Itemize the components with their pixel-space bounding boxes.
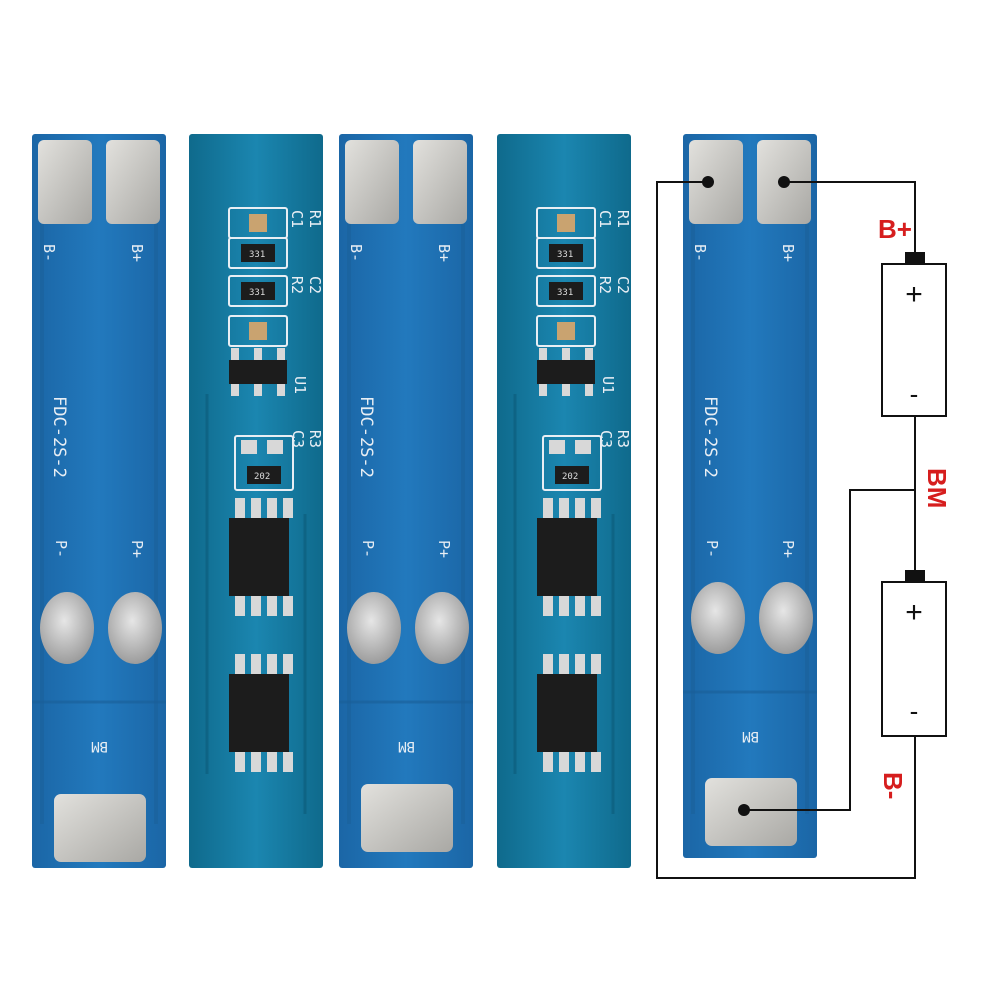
r3-label: R3 bbox=[614, 430, 632, 448]
cell-1-plus: + bbox=[905, 278, 923, 311]
bm-pad bbox=[705, 778, 797, 846]
c3-label: C3 bbox=[289, 430, 307, 448]
wire-dot-bm bbox=[738, 804, 750, 816]
battery-cell-1: + - bbox=[881, 252, 947, 417]
r3-label: R3 bbox=[306, 430, 324, 448]
u1-label: U1 bbox=[599, 376, 617, 394]
b-plus-label: B+ bbox=[128, 244, 146, 262]
p-plus-solder bbox=[108, 592, 162, 664]
wire-dot-b-minus bbox=[702, 176, 714, 188]
r3-code: 202 bbox=[562, 472, 578, 482]
r1-label: R1 bbox=[306, 210, 324, 228]
p-minus-solder bbox=[347, 592, 401, 664]
p-plus-solder bbox=[415, 592, 469, 664]
wire-dot-b-plus bbox=[778, 176, 790, 188]
r1-code: 331 bbox=[557, 250, 573, 260]
r2-label: R2 bbox=[596, 276, 614, 294]
model-label: FDC-2S-2 bbox=[49, 396, 69, 478]
c2-label: C2 bbox=[614, 276, 632, 294]
wire-b-minus bbox=[656, 181, 916, 879]
model-label: FDC-2S-2 bbox=[700, 396, 720, 478]
cell-2-plus: + bbox=[905, 596, 923, 629]
wiring-bm-label: BM bbox=[922, 468, 952, 508]
r1-code: 331 bbox=[249, 250, 265, 260]
cell-2-minus: - bbox=[910, 696, 919, 726]
b-plus-label: B+ bbox=[779, 244, 797, 262]
p-plus-label: P+ bbox=[435, 540, 453, 558]
b-plus-label: B+ bbox=[435, 244, 453, 262]
bm-label: BM bbox=[742, 728, 759, 744]
c2-label: C2 bbox=[306, 276, 324, 294]
pcb-board-back-1: C1 331 R1 331 R2 C2 U1 202 C3 R3 bbox=[189, 134, 324, 868]
wire-bm bbox=[744, 489, 915, 811]
b-minus-pad bbox=[345, 140, 399, 224]
r2-label: R2 bbox=[288, 276, 306, 294]
r2-code: 331 bbox=[249, 288, 265, 298]
wire-b-plus bbox=[784, 181, 916, 254]
wiring-b-minus-label: B- bbox=[878, 772, 908, 799]
bm-label: BM bbox=[91, 738, 108, 754]
p-plus-solder bbox=[759, 582, 813, 654]
r1-label: R1 bbox=[614, 210, 632, 228]
pcb-board-front-2: B- B+ FDC-2S-2 P- P+ BM bbox=[339, 134, 473, 868]
p-minus-label: P- bbox=[359, 540, 377, 558]
wiring-b-plus-label: B+ bbox=[878, 214, 912, 244]
b-plus-pad bbox=[106, 140, 160, 224]
battery-cell-2: + - bbox=[881, 570, 947, 737]
bm-pad bbox=[361, 784, 453, 852]
u1-label: U1 bbox=[291, 376, 309, 394]
pcb-board-front-3: B- B+ FDC-2S-2 P- P+ BM bbox=[683, 134, 817, 858]
p-minus-solder bbox=[40, 592, 94, 664]
model-label: FDC-2S-2 bbox=[356, 396, 376, 478]
b-minus-pad bbox=[38, 140, 92, 224]
bm-pad bbox=[54, 794, 146, 862]
c1-label: C1 bbox=[596, 210, 614, 228]
r3-code: 202 bbox=[254, 472, 270, 482]
cell-1-minus: - bbox=[910, 379, 919, 409]
b-minus-pad bbox=[689, 140, 743, 224]
p-minus-label: P- bbox=[52, 540, 70, 558]
bm-label: BM bbox=[398, 738, 415, 754]
b-minus-label: B- bbox=[347, 244, 365, 262]
pcb-board-front-1: B- B+ FDC-2S-2 P- P+ BM bbox=[32, 134, 166, 868]
p-minus-label: P- bbox=[703, 540, 721, 558]
p-plus-label: P+ bbox=[779, 540, 797, 558]
b-plus-pad bbox=[413, 140, 467, 224]
c3-label: C3 bbox=[597, 430, 615, 448]
b-minus-label: B- bbox=[691, 244, 709, 262]
b-minus-label: B- bbox=[40, 244, 58, 262]
c1-label: C1 bbox=[288, 210, 306, 228]
pcb-board-back-2: C1 331 R1 331 R2 C2 U1 202 C3 R3 bbox=[497, 134, 632, 868]
wiring-diagram bbox=[656, 181, 916, 879]
r2-code: 331 bbox=[557, 288, 573, 298]
p-minus-solder bbox=[691, 582, 745, 654]
p-plus-label: P+ bbox=[128, 540, 146, 558]
